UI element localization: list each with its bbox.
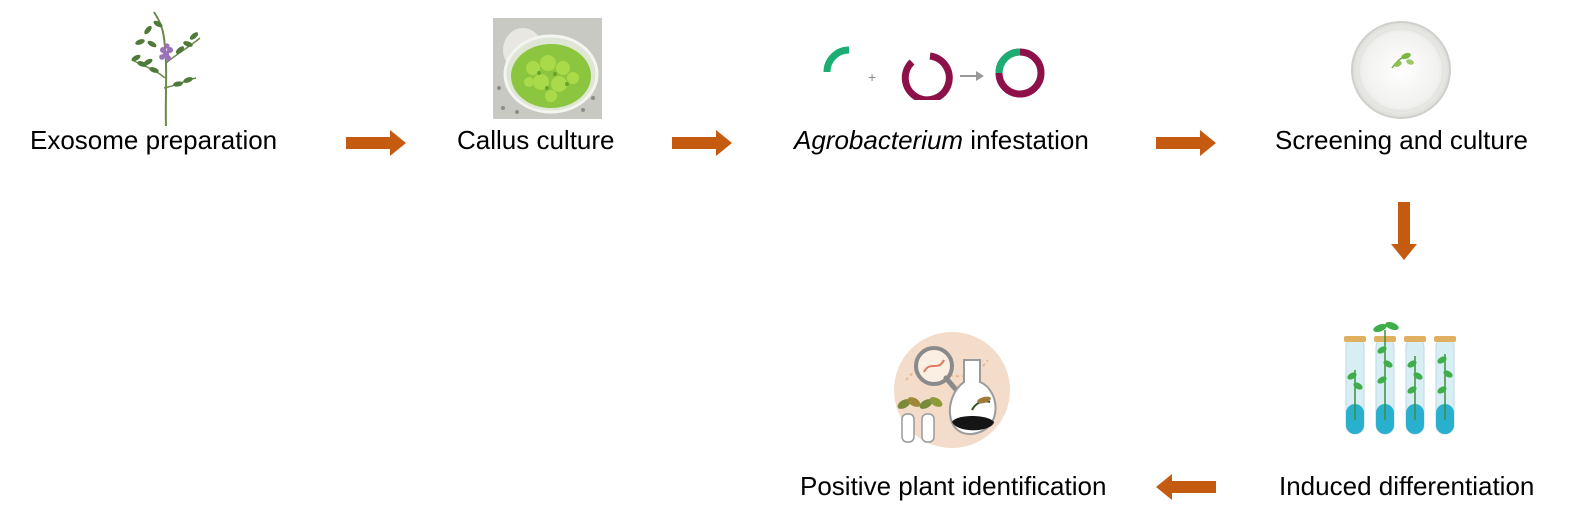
flow-arrow-left (1156, 474, 1216, 505)
lab-analysis-icon (888, 330, 1016, 448)
infestation-text: infestation (963, 125, 1089, 155)
petri-dish-callus-icon (493, 18, 602, 119)
flow-arrow-right (672, 130, 732, 161)
flow-arrow-down (1391, 202, 1417, 265)
agrobacterium-italic: Agrobacterium (794, 125, 964, 155)
step-label-positive-plant-identification: Positive plant identification (800, 471, 1107, 501)
petri-dish-seedling-icon (1348, 18, 1454, 122)
test-tubes-plantlets-icon (1340, 320, 1468, 440)
svg-text:+: + (868, 69, 876, 85)
step-label-induced-differentiation: Induced differentiation (1279, 471, 1535, 501)
plasmid-insertion-icon: + (820, 44, 1050, 104)
step-label-exosome-preparation: Exosome preparation (30, 125, 278, 155)
flow-arrow-right (1156, 130, 1216, 161)
step-label-agrobacterium-infestation: Agrobacterium infestation (794, 127, 1089, 153)
step-label-callus-culture: Callus culture (457, 125, 615, 155)
flow-arrow-right (346, 130, 406, 161)
flowering-plant-icon (118, 8, 210, 127)
step-label-screening-and-culture: Screening and culture (1275, 125, 1528, 155)
